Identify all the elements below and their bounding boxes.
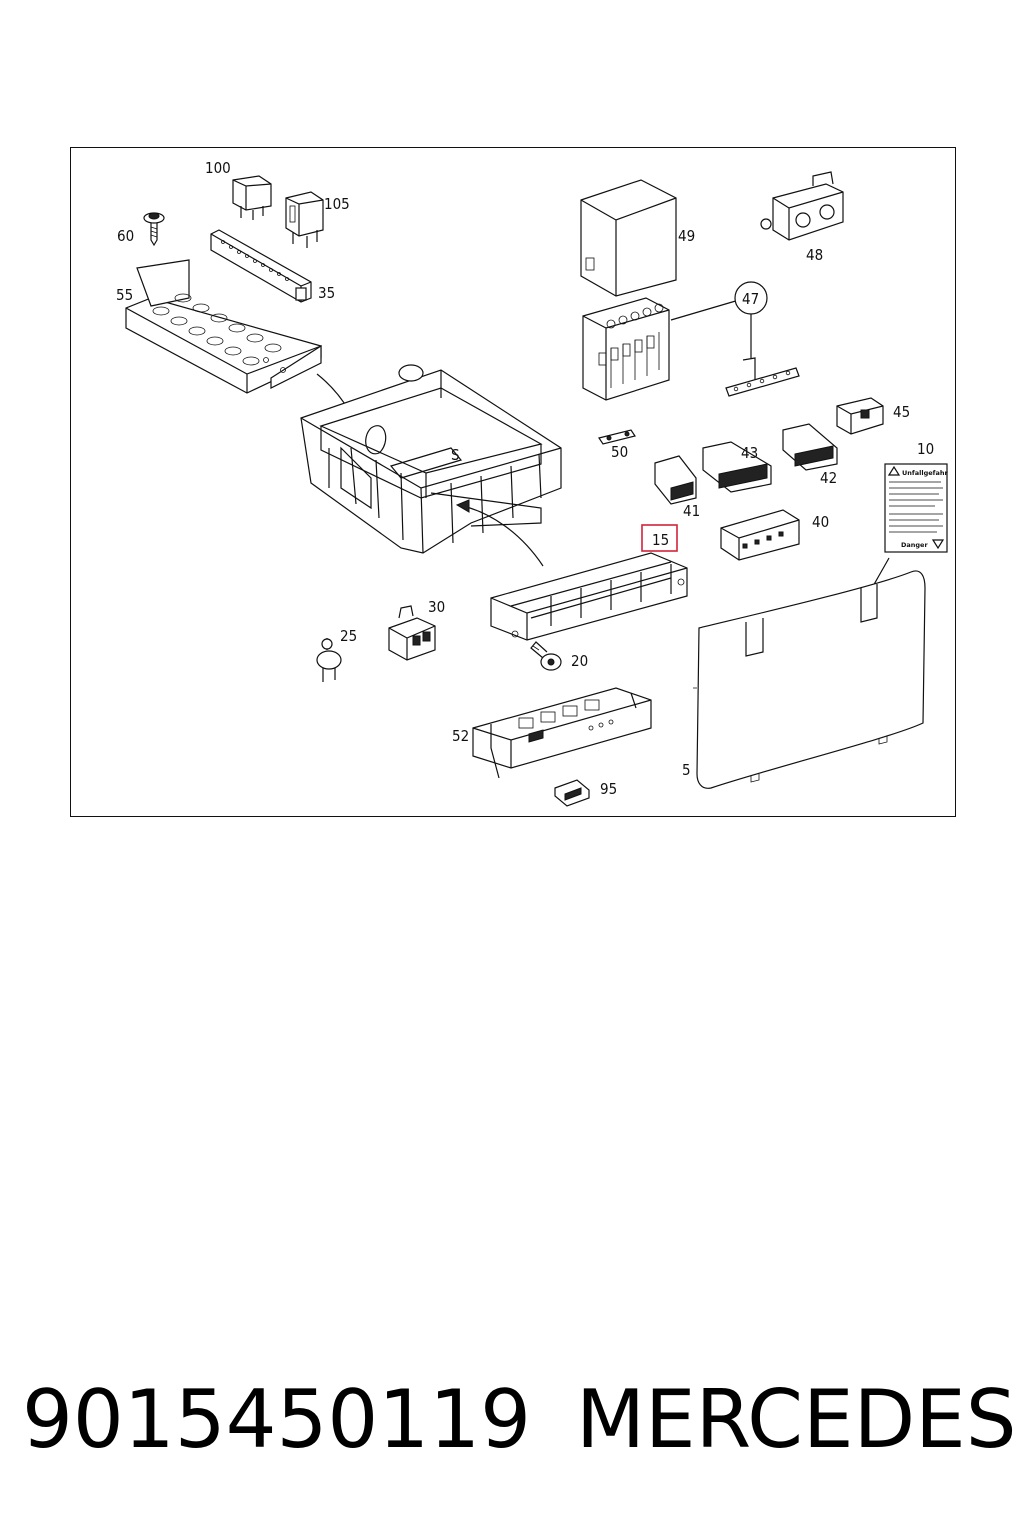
bracket-50-drawing xyxy=(598,429,636,445)
terminals-42-drawing xyxy=(782,423,838,471)
label-95: 95 xyxy=(600,780,617,798)
connector-30-drawing xyxy=(388,605,436,661)
fuse-block-40-drawing xyxy=(720,509,800,561)
connector-45-drawing xyxy=(836,397,884,435)
blade-fuse-95-drawing xyxy=(554,779,590,807)
label-47: 47 xyxy=(742,290,759,308)
main-housing-drawing: S xyxy=(300,364,562,554)
brand-name: MERCEDES xyxy=(576,1373,1017,1466)
svg-text:S: S xyxy=(451,446,460,464)
footer: 9015450119 MERCEDES xyxy=(0,1370,1024,1470)
fuse-carrier-15-drawing xyxy=(490,552,688,641)
terminals-41-drawing xyxy=(654,455,697,505)
label-60: 60 xyxy=(117,227,134,245)
part-number: 9015450119 xyxy=(22,1373,531,1466)
label-20: 20 xyxy=(571,652,588,670)
parts-diagram-frame: 100 105 60 35 xyxy=(70,147,956,817)
terminals-43-drawing xyxy=(702,441,772,493)
label-105: 105 xyxy=(324,195,350,213)
label-48: 48 xyxy=(806,246,823,264)
label-49: 49 xyxy=(678,227,695,245)
screw-60-drawing xyxy=(143,212,165,247)
label-45: 45 xyxy=(893,403,910,421)
label-52: 52 xyxy=(452,727,469,745)
terminal-strip-35-drawing xyxy=(210,229,312,303)
fuse-block-47-drawing xyxy=(582,281,800,401)
label-50: 50 xyxy=(611,443,628,461)
label-40: 40 xyxy=(812,513,829,531)
label-15[interactable]: 15 xyxy=(652,531,669,549)
highlight-box-15 xyxy=(641,524,678,552)
label-5: 5 xyxy=(682,761,691,779)
label-42: 42 xyxy=(820,469,837,487)
warning-title-bottom: Danger xyxy=(901,541,928,549)
label-10: 10 xyxy=(917,440,934,458)
label-25: 25 xyxy=(340,627,357,645)
terminal-lug-25-drawing xyxy=(316,638,342,682)
label-55: 55 xyxy=(116,286,133,304)
label-43: 43 xyxy=(741,444,758,462)
relay-carrier-52-drawing xyxy=(472,687,652,779)
cover-5-drawing xyxy=(693,570,926,789)
label-30: 30 xyxy=(428,598,445,616)
label-41: 41 xyxy=(683,502,700,520)
module-box-49-drawing xyxy=(580,179,677,297)
fuse-holder-48-drawing xyxy=(760,171,844,241)
warning-label-10-drawing: Unfallgefahr Danger xyxy=(884,463,948,553)
warning-title-top: Unfallgefahr xyxy=(902,469,948,477)
label-35: 35 xyxy=(318,284,335,302)
bracket-plate-55-drawing xyxy=(125,259,322,394)
label-100: 100 xyxy=(205,159,231,177)
exploded-parts-diagram: 100 105 60 35 xyxy=(116,159,948,807)
relay-100-drawing xyxy=(232,175,272,220)
relay-105-drawing xyxy=(285,191,324,248)
screw-20-drawing xyxy=(530,641,562,671)
